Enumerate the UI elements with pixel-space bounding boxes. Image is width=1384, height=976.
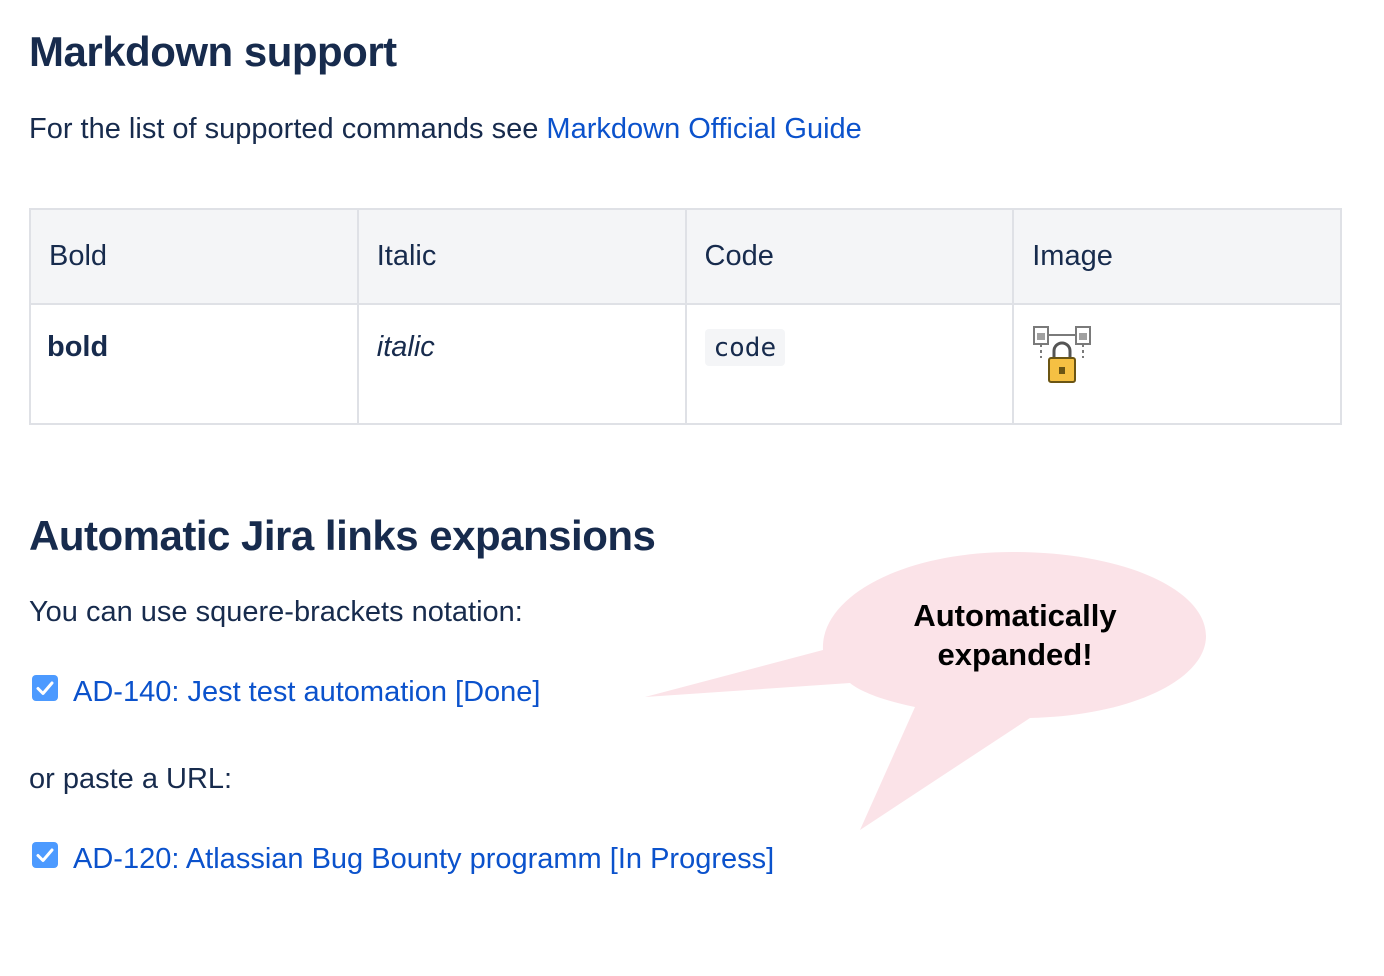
jira-section-title: Automatic Jira links expansions <box>29 512 656 559</box>
markdown-intro-paragraph: For the list of supported commands see M… <box>29 113 862 146</box>
header-italic: Italic <box>356 208 687 305</box>
cell-italic: italic <box>356 303 687 425</box>
cell-code: code <box>684 303 1015 425</box>
locked-image-icon <box>1033 326 1092 383</box>
checkbox-checked-icon <box>32 674 58 701</box>
callout-text: Automatically expanded! <box>880 596 1150 674</box>
code-chip: code <box>704 329 786 366</box>
jira-issue-link-ad-120[interactable]: AD-120: Atlassian Bug Bounty programm [I… <box>73 843 775 875</box>
markdown-table: Bold Italic Code Image bold italic code <box>29 208 1342 425</box>
header-image: Image <box>1012 208 1342 305</box>
checkbox-checked-icon <box>32 841 58 868</box>
callout-line-2: expanded! <box>937 637 1093 672</box>
callout-line-1: Automatically <box>913 598 1117 633</box>
markdown-section-title: Markdown support <box>29 28 397 75</box>
cell-bold: bold <box>29 303 359 425</box>
cell-image <box>1012 303 1342 425</box>
table-row: bold italic code <box>29 303 1342 425</box>
header-code: Code <box>684 208 1015 305</box>
jira-issue-link-ad-140[interactable]: AD-140: Jest test automation [Done] <box>73 676 541 708</box>
markdown-guide-link[interactable]: Markdown Official Guide <box>546 113 862 145</box>
squere-brackets-text: You can use squere-brackets notation: <box>29 596 523 628</box>
callout-bubble-shape <box>645 552 1206 830</box>
table-header-row: Bold Italic Code Image <box>29 208 1342 305</box>
paste-url-text: or paste a URL: <box>29 763 233 795</box>
markdown-intro-text: For the list of supported commands see <box>29 113 547 145</box>
header-bold: Bold <box>29 208 359 305</box>
jira-link-row-1: AD-140: Jest test automation [Done] <box>31 674 541 709</box>
jira-link-row-2: AD-120: Atlassian Bug Bounty programm [I… <box>31 841 775 876</box>
